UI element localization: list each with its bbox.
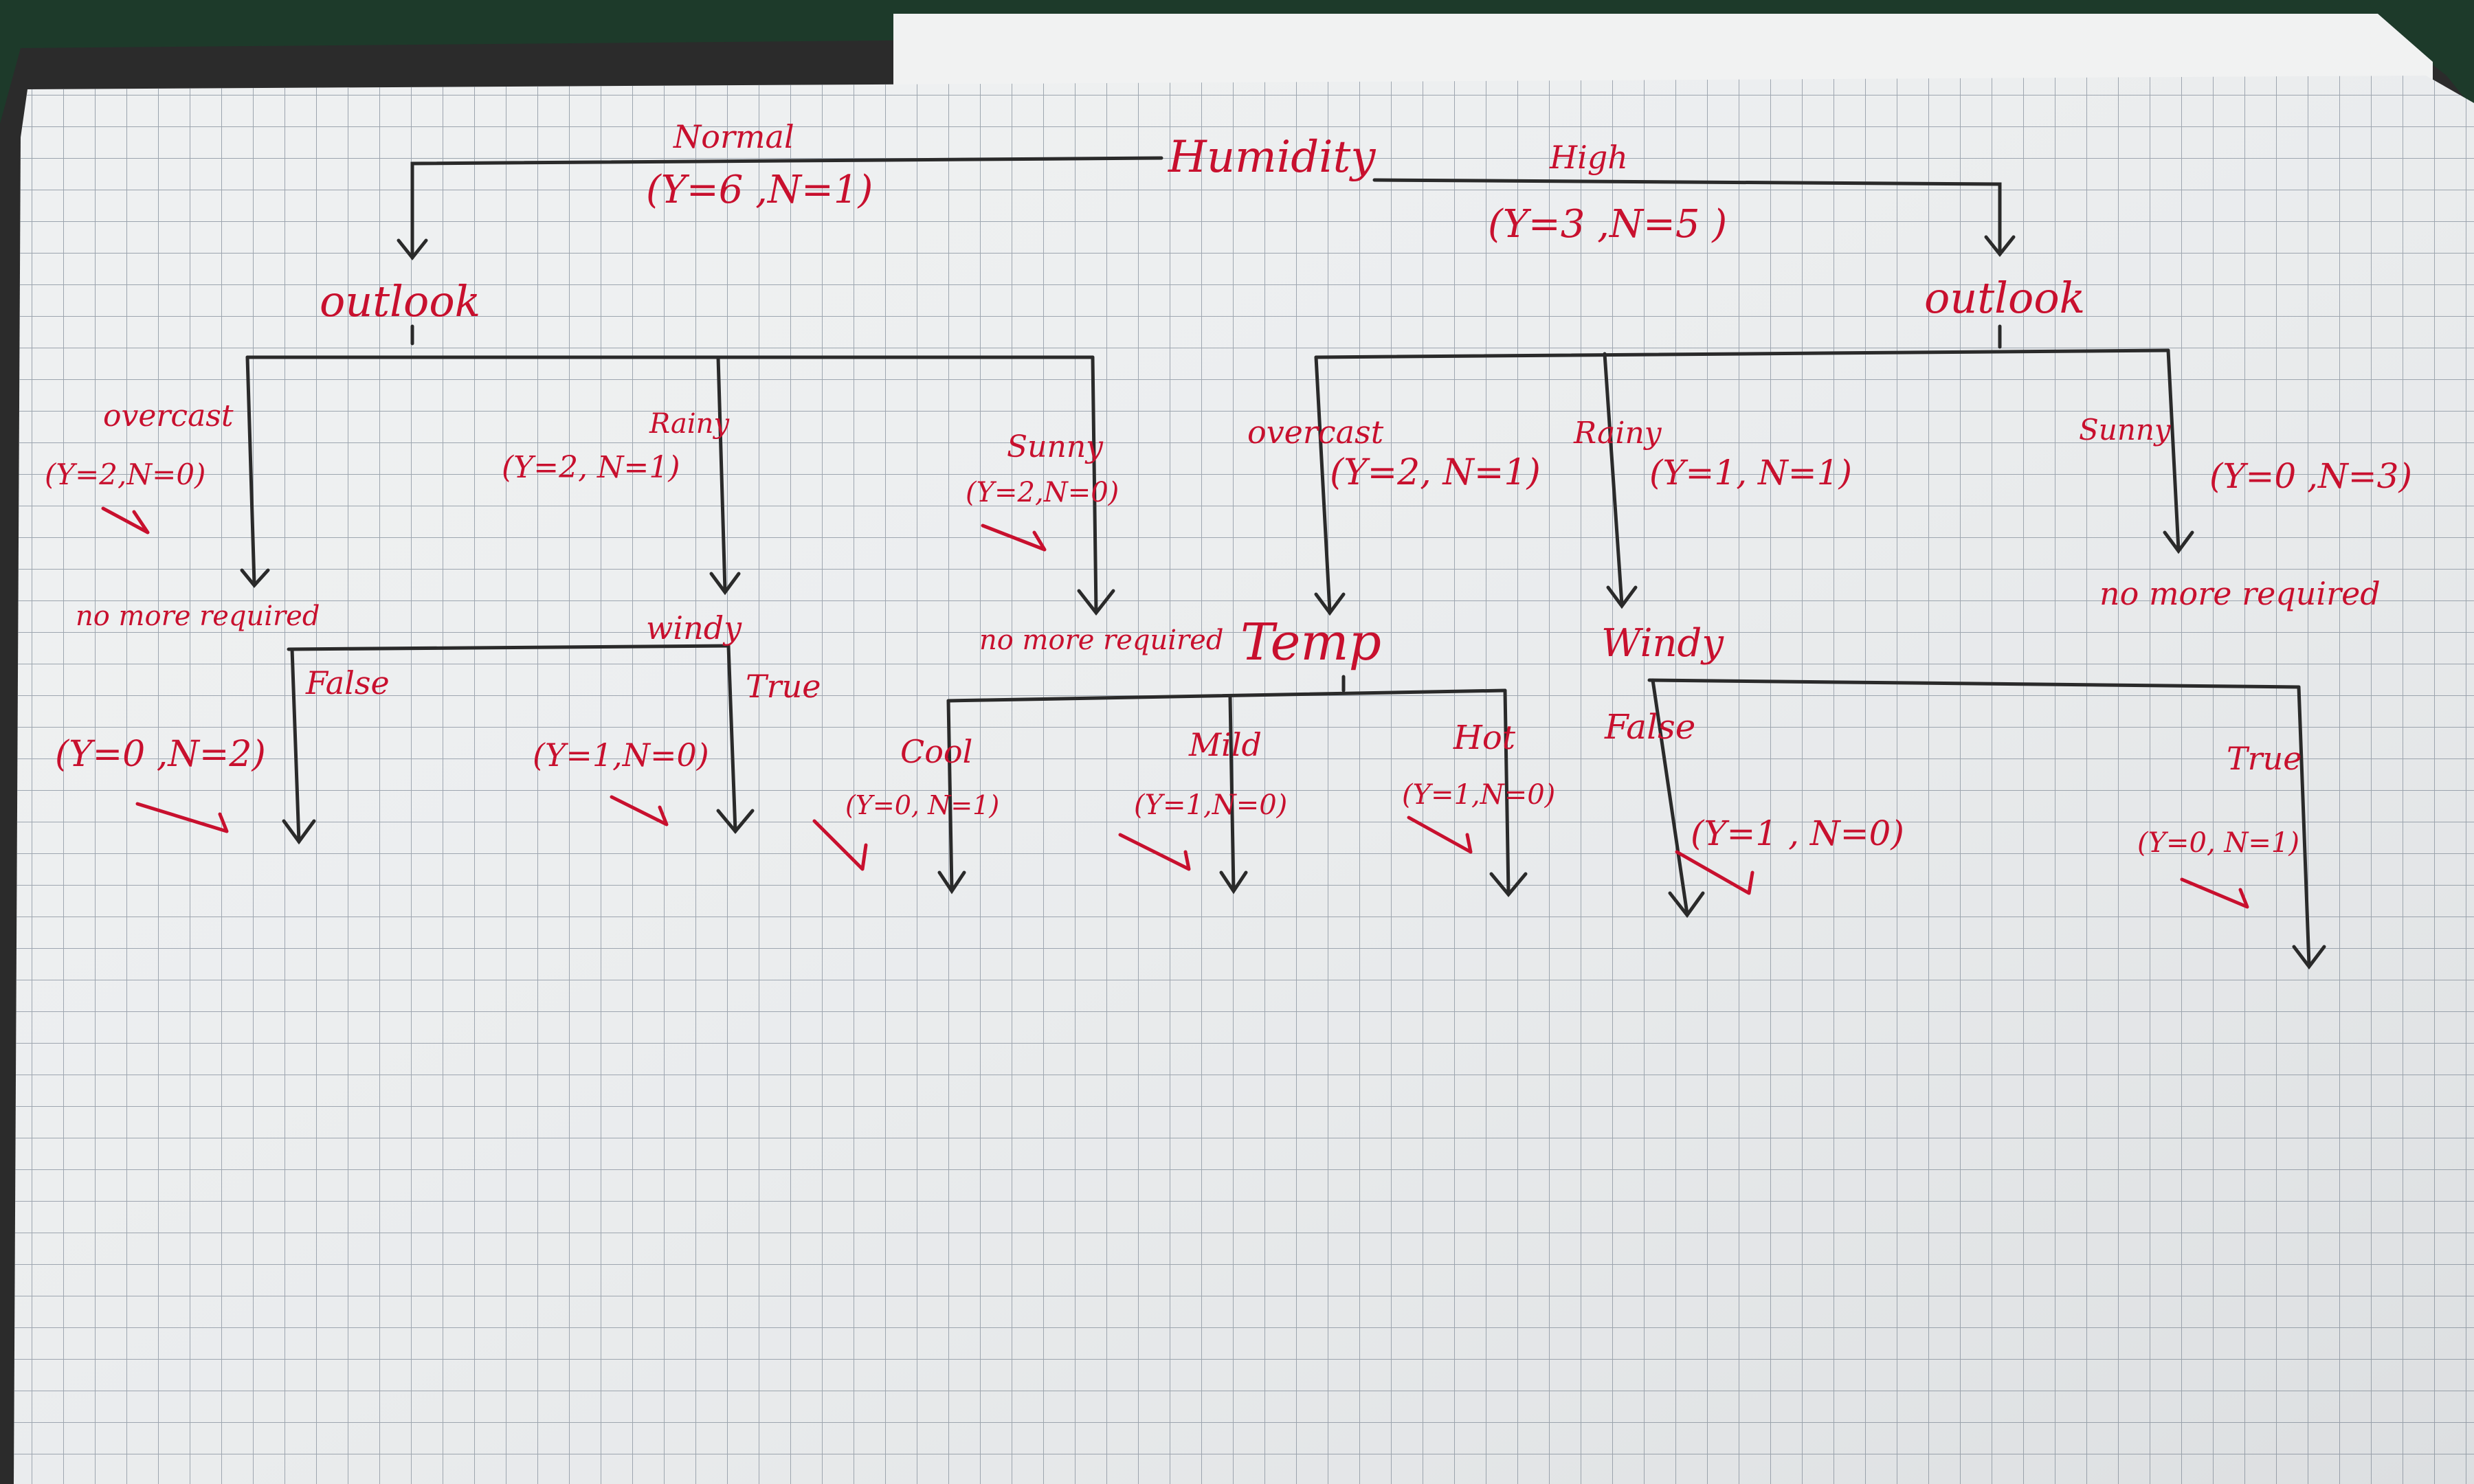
- left-windy-true-counts: (Y=1,N=0): [533, 737, 709, 774]
- left-overcast-note: no more required: [76, 600, 320, 632]
- check-mark-icon: [812, 819, 868, 871]
- right-sunny-counts: (Y=0 ,N=3): [2209, 456, 2412, 496]
- right-windy-true-label: True: [2227, 740, 2302, 777]
- temp-mild-counts: (Y=1,N=0): [1134, 789, 1287, 821]
- check-mark-icon: [1675, 850, 1754, 895]
- check-mark-icon: [610, 795, 669, 827]
- tree-connectors: [240, 156, 2326, 970]
- right-windy-false-counts: (Y=1 , N=0): [1691, 813, 1904, 853]
- left-windy-node: windy: [646, 609, 742, 647]
- right-overcast-counts: (Y=2, N=1): [1330, 452, 1541, 493]
- check-marks: [101, 506, 2249, 909]
- temp-hot-counts: (Y=1,N=0): [1402, 779, 1555, 811]
- left-overcast-label: overcast: [103, 398, 234, 434]
- left-overcast-counts: (Y=2,N=0): [45, 458, 205, 491]
- check-mark-icon: [2180, 877, 2249, 909]
- left-outlook-node: outlook: [320, 276, 480, 326]
- left-rainy-counts: (Y=2, N=1): [502, 450, 680, 485]
- temp-mild-label: Mild: [1188, 726, 1262, 763]
- notebook-top-page: [893, 14, 2433, 96]
- branch-high-label: High: [1549, 139, 1628, 176]
- branch-normal-counts: (Y=6 ,N=1): [646, 168, 873, 212]
- right-windy-false-label: False: [1604, 707, 1695, 747]
- left-windy-true-label: True: [746, 668, 821, 705]
- left-windy-false-counts: (Y=0 ,N=2): [55, 734, 266, 775]
- right-outlook-node: outlook: [1924, 273, 2085, 323]
- branch-high-counts: (Y=3 ,N=5 ): [1488, 202, 1727, 247]
- branch-normal-label: Normal: [673, 118, 794, 155]
- right-windy-node: Windy: [1601, 621, 1724, 666]
- paper-shading: [14, 76, 2474, 1484]
- right-overcast-label: overcast: [1247, 414, 1384, 451]
- left-sunny-counts: (Y=2,N=0): [966, 477, 1119, 508]
- temp-hot-label: Hot: [1453, 719, 1516, 757]
- check-mark-icon: [981, 524, 1047, 552]
- left-sunny-label: Sunny: [1007, 429, 1104, 464]
- check-mark-icon: [101, 506, 150, 535]
- root-node-label: Humidity: [1168, 132, 1376, 183]
- right-windy-true-counts: (Y=0, N=1): [2137, 827, 2299, 859]
- check-mark-icon: [1407, 816, 1473, 854]
- check-mark-icon: [1118, 833, 1191, 871]
- temp-cool-label: Cool: [900, 733, 972, 770]
- right-sunny-note: no more required: [2099, 575, 2381, 612]
- check-mark-icon: [135, 802, 229, 833]
- temp-cool-counts: (Y=0, N=1): [845, 790, 999, 820]
- left-windy-false-label: False: [305, 664, 390, 701]
- right-temp-node: Temp: [1240, 613, 1381, 672]
- right-rainy-label: Rainy: [1573, 416, 1662, 451]
- left-sunny-note: no more required: [979, 625, 1223, 656]
- left-rainy-label: Rainy: [649, 408, 730, 440]
- right-sunny-label: Sunny: [2079, 413, 2172, 447]
- right-rainy-counts: (Y=1, N=1): [1649, 453, 1852, 493]
